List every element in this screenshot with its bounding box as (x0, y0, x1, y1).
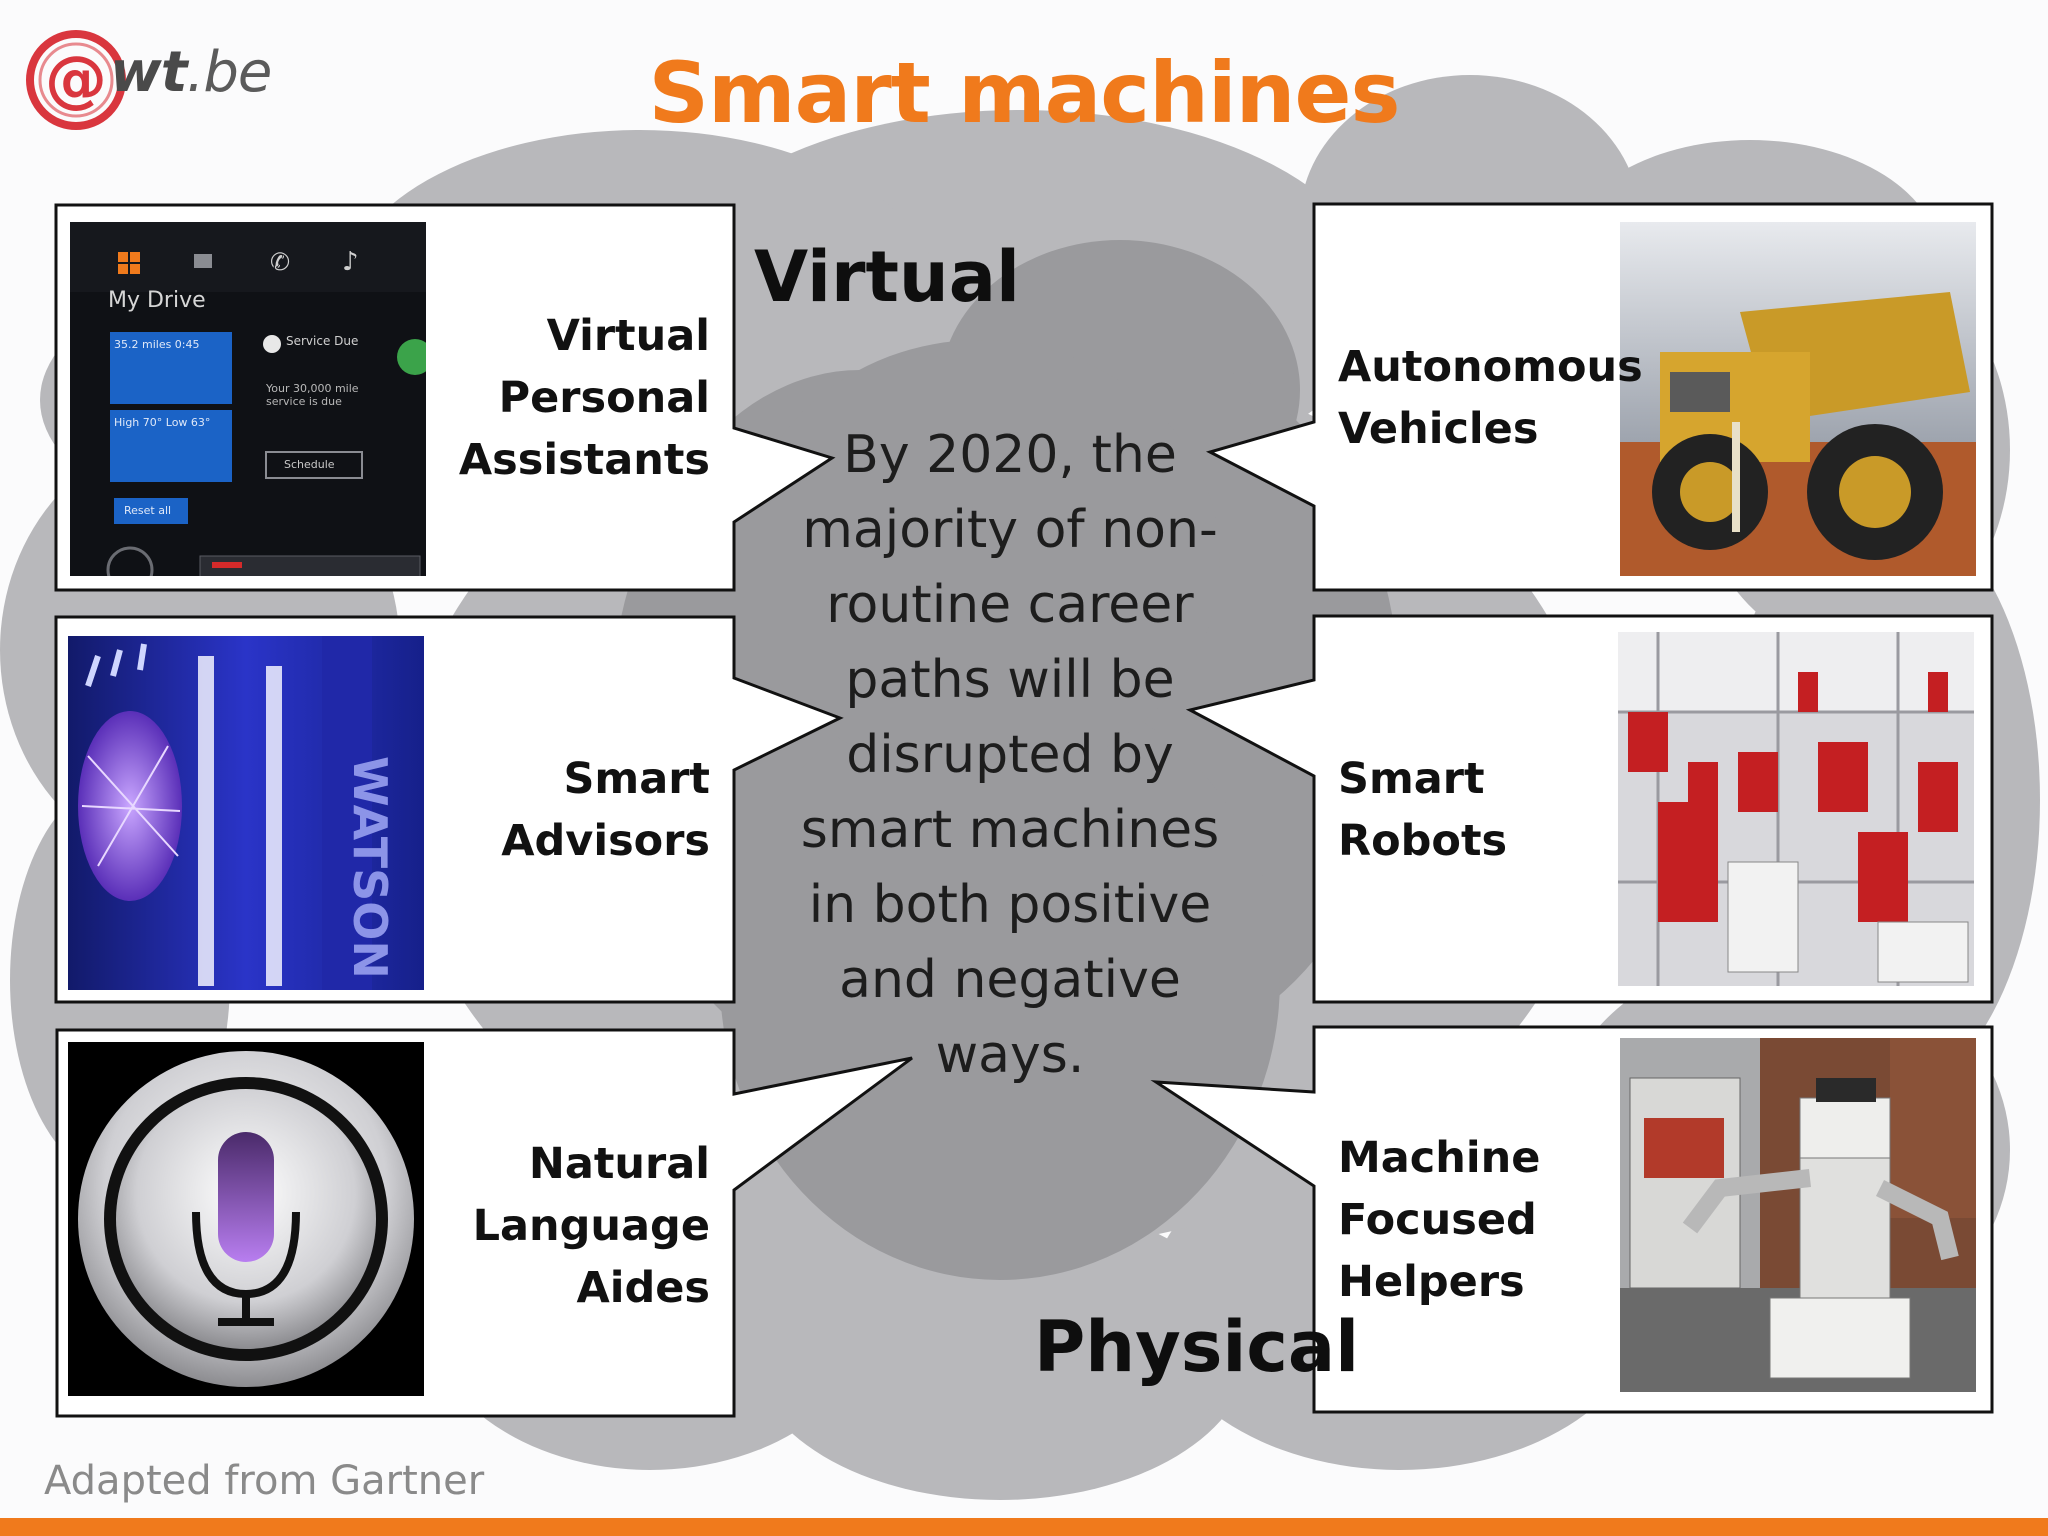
bottom-accent-bar (0, 1518, 2048, 1536)
section-heading-virtual: Virtual (754, 236, 1020, 318)
dashboard-tile-2: High 70° Low 63° (114, 416, 211, 429)
dashboard-notice-body: Your 30,000 mile service is due (266, 382, 359, 408)
car-dashboard-image: ✆ ♪ My Drive 35.2 miles 0:45 High 70° Lo… (70, 222, 426, 576)
svg-text:WATSON: WATSON (343, 756, 397, 979)
svg-text:@: @ (45, 42, 107, 115)
dashboard-title: My Drive (108, 288, 206, 313)
dashboard-notice-title: Service Due (286, 334, 359, 348)
section-heading-physical: Physical (1034, 1306, 1360, 1388)
dashboard-schedule-button: Schedule (284, 458, 335, 471)
siri-microphone-image (68, 1042, 424, 1396)
home-robot-image (1620, 1038, 1976, 1392)
mining-truck-image (1620, 222, 1976, 576)
center-statement: By 2020, the majority of non-routine car… (800, 425, 1220, 1085)
page-title: Smart machines (648, 44, 1401, 142)
at-sign-icon: @ (26, 30, 126, 130)
dashboard-tile-1: 35.2 miles 0:45 (114, 338, 200, 351)
factory-robots-image (1618, 632, 1974, 986)
awt-logo: @ wt.be (22, 26, 292, 136)
dashboard-reset-button: Reset all (124, 504, 172, 517)
logo-text: wt.be (110, 40, 272, 105)
source-footnote: Adapted from Gartner (44, 1458, 485, 1504)
watson-computer-image: WATSON (68, 636, 424, 990)
svg-text:✆: ✆ (270, 248, 290, 276)
svg-text:♪: ♪ (342, 247, 359, 277)
